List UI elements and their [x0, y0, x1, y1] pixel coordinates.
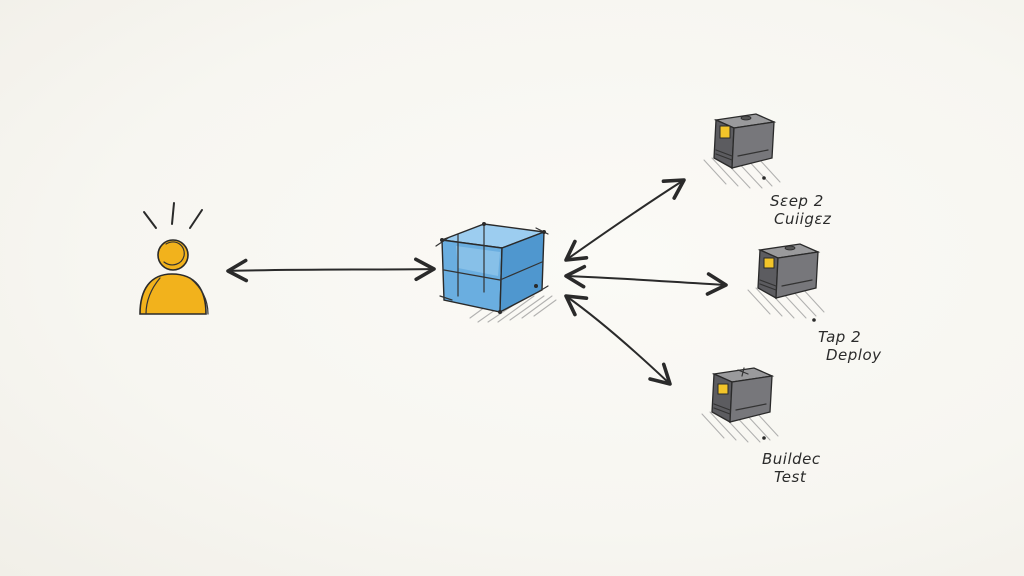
- arrow-hub-server-2: [564, 264, 728, 296]
- server-1-label-line2: Cuiigɛz: [774, 210, 832, 228]
- person-head: [157, 239, 189, 271]
- server-node-1: Sɛep 2 Cuiigɛz: [703, 113, 832, 228]
- arrow-user-hub: [226, 257, 436, 283]
- cube-icon: [435, 222, 549, 314]
- person-icon: [139, 239, 209, 315]
- arrow-hub-server-3: [564, 294, 672, 386]
- server-3-label-line2: Test: [774, 468, 807, 486]
- server-icon: [757, 243, 821, 300]
- server-node-3: Buildec Test: [701, 367, 821, 486]
- server-icon: [711, 367, 775, 424]
- user-node: [139, 202, 209, 315]
- hub-node: [435, 222, 557, 323]
- server-node-2: Tap 2 Deploy: [747, 243, 882, 364]
- server-icon: [713, 113, 777, 170]
- server-2-label-line2: Deploy: [826, 346, 882, 364]
- server-3-label-line1: Buildec: [762, 450, 821, 468]
- arrow-hub-server-1: [564, 178, 686, 262]
- server-2-label-line1: Tap 2: [818, 328, 861, 346]
- person-body: [139, 273, 207, 315]
- server-1-label-line1: Sɛep 2: [770, 192, 824, 210]
- attention-lines-icon: [143, 202, 203, 229]
